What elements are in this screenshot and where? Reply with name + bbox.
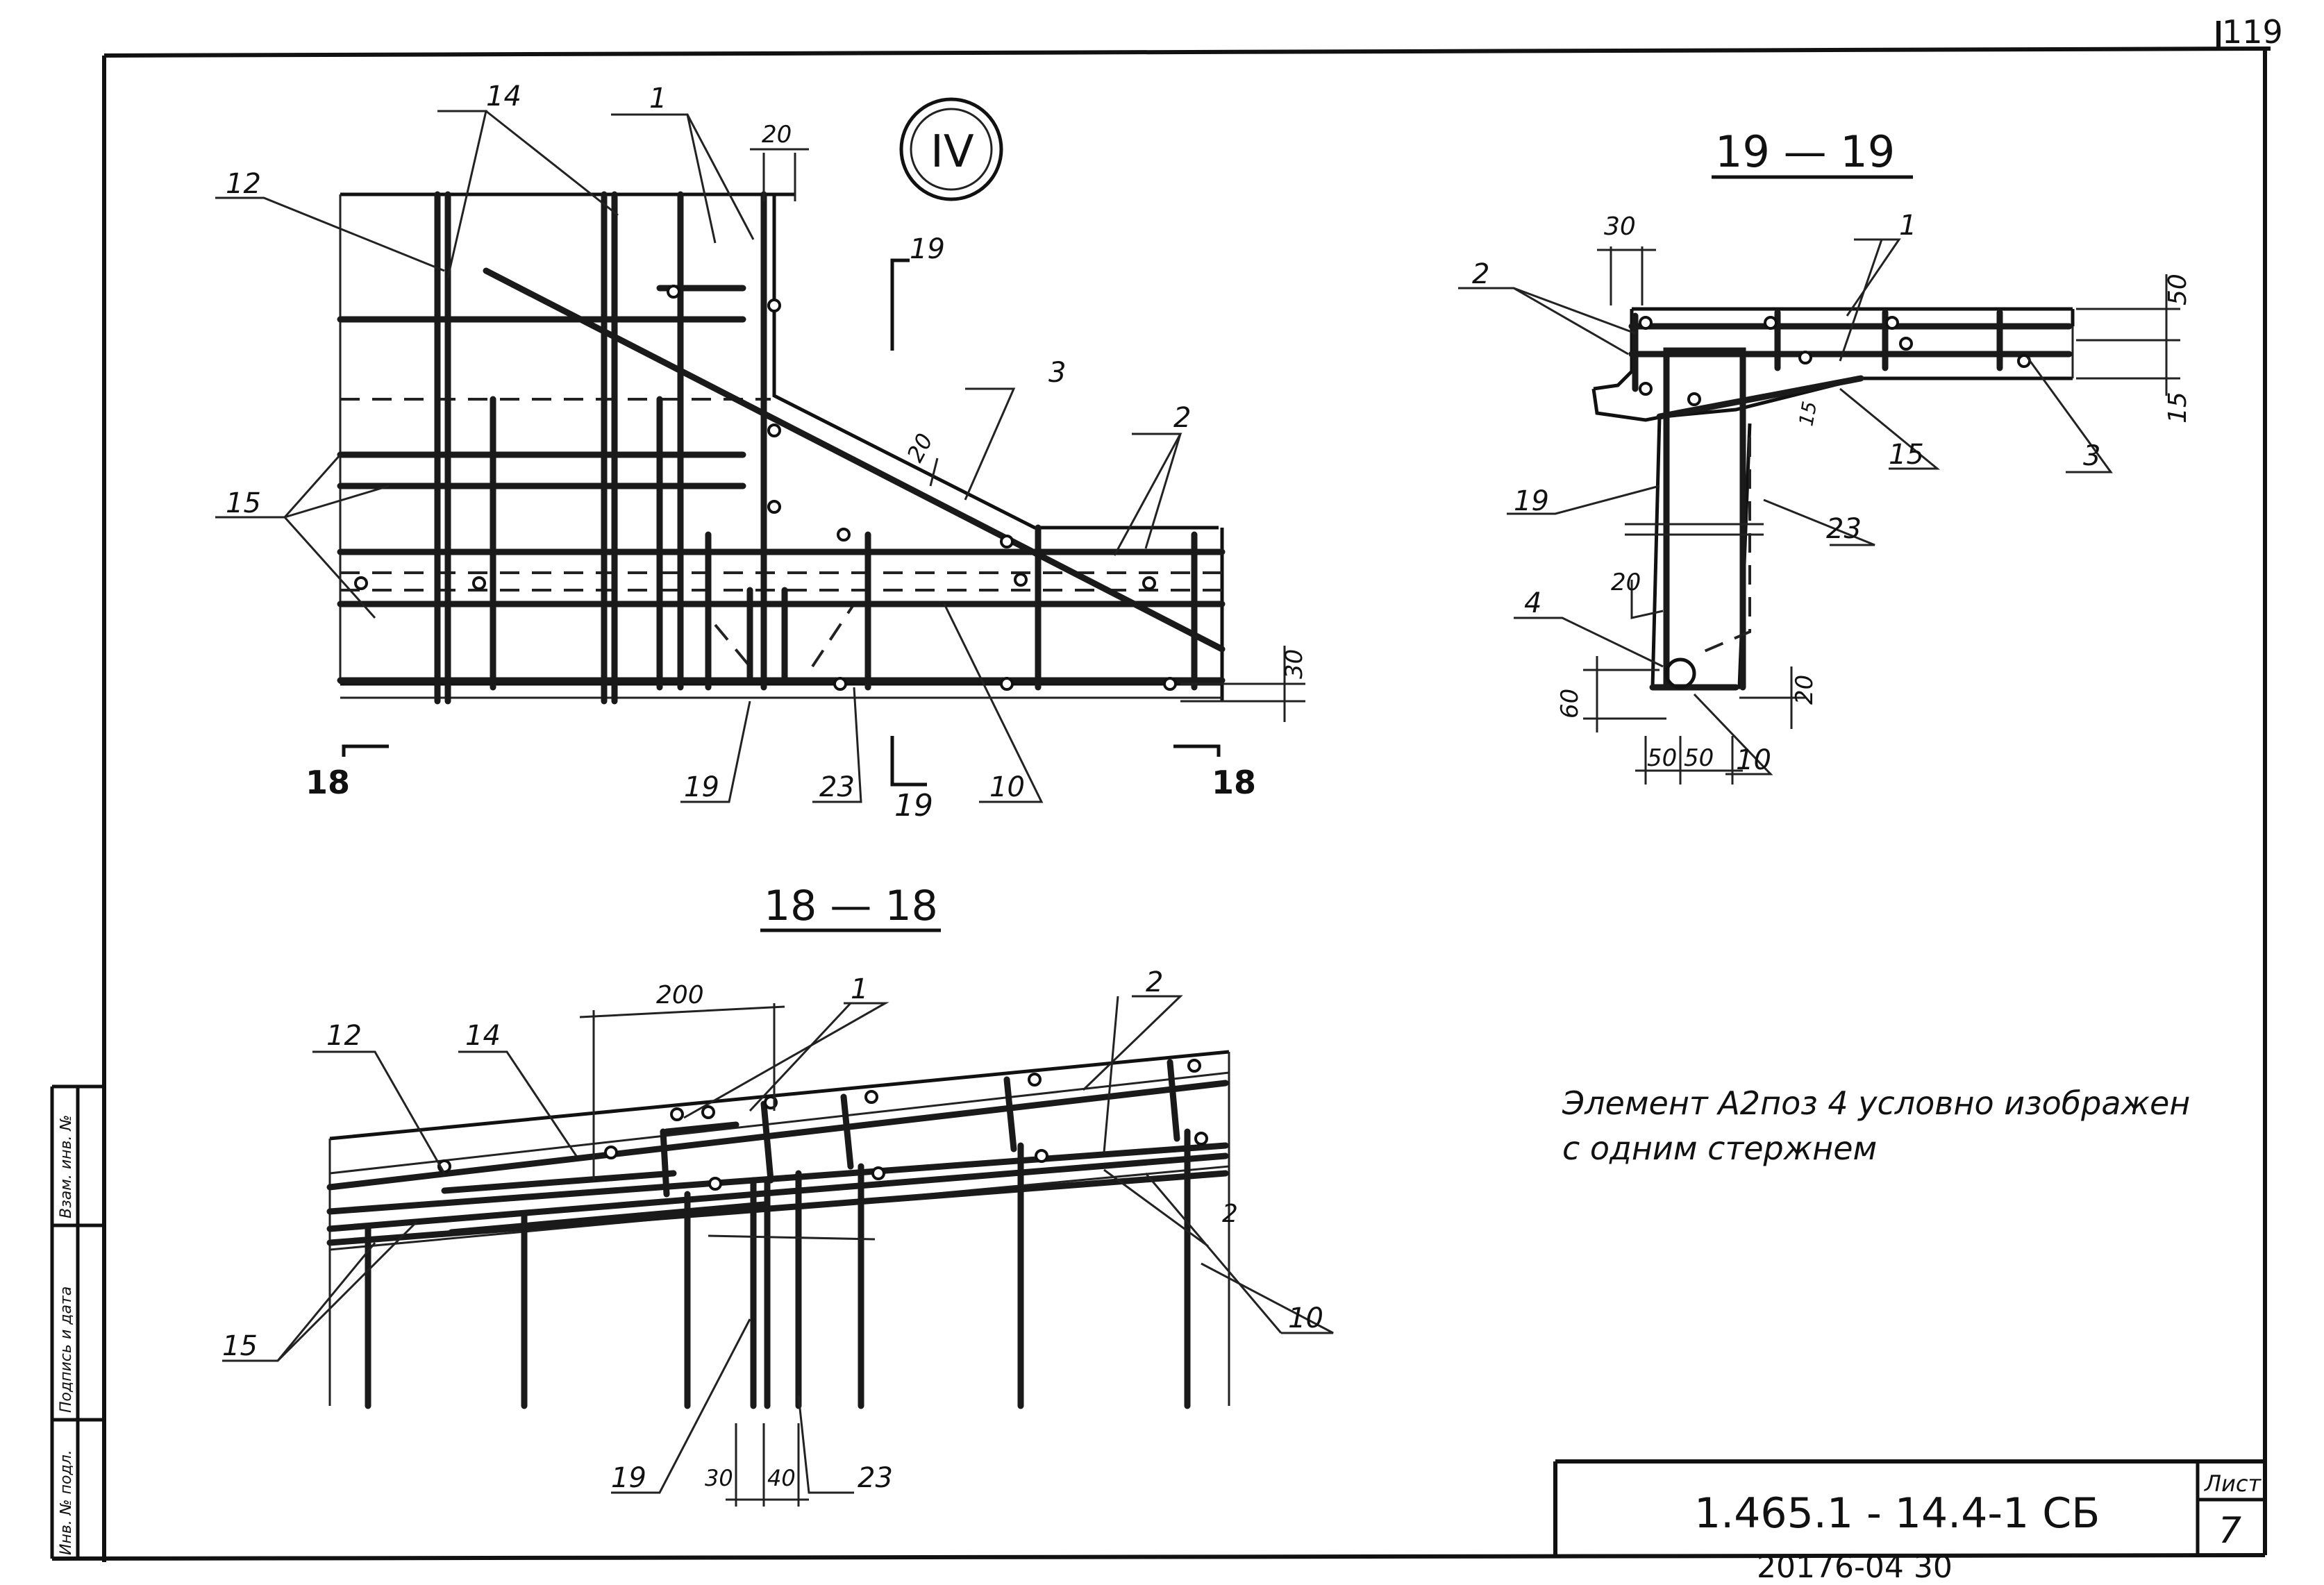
view-iv-label-20-top: 20 xyxy=(762,121,792,149)
section-19-label-20-bottom: 20 xyxy=(1791,675,1819,705)
section-19-label-1: 1 xyxy=(1899,210,1916,242)
side-stamp-col3: Инв. № подл. xyxy=(58,1450,75,1555)
section-18-label-2-top: 2 xyxy=(1146,966,1163,998)
drawing-frame xyxy=(51,21,2271,1562)
view-iv-label-19: 19 xyxy=(684,771,719,803)
section-18-18: 18 — 18 xyxy=(222,882,1334,1507)
node-mark: IV xyxy=(899,97,1003,201)
section-19-label-19: 19 xyxy=(1514,485,1549,517)
section-19-label-10: 10 xyxy=(1736,744,1771,776)
side-stamp-col2: Подпись и дата xyxy=(58,1286,75,1413)
view-iv-label-20-incl: 20 xyxy=(902,429,939,467)
section-19-label-15: 15 xyxy=(1889,439,1924,471)
section-18-label-10: 10 xyxy=(1288,1302,1323,1334)
section-19-label-30: 30 xyxy=(1604,212,1636,241)
section-19-label-50: 50 xyxy=(2164,274,2192,305)
section-18-title: 18 — 18 xyxy=(764,882,938,930)
section-19-label-15-small: 15 xyxy=(1794,399,1821,428)
title-block-code: 1.465.1 - 14.4-1 СБ xyxy=(1694,1489,2100,1538)
section-19-label-2: 2 xyxy=(1472,258,1489,290)
note-block: Элемент А2поз 4 условно изображен с одни… xyxy=(1562,1084,2190,1167)
view-iv-label-18-left: 18 xyxy=(306,764,350,801)
section-19-label-60: 60 xyxy=(1556,689,1584,719)
section-19-label-15-right: 15 xyxy=(2164,392,2192,423)
section-18-label-14: 14 xyxy=(465,1020,501,1052)
section-19-19: 19 — 19 xyxy=(1458,126,2192,785)
page-number-top: 119 xyxy=(2222,13,2283,51)
section-19-label-4: 4 xyxy=(1524,587,1541,619)
side-stamp-col1: Взам. инв. № xyxy=(58,1115,75,1218)
section-18-label-23: 23 xyxy=(858,1462,893,1494)
title-block: 1.465.1 - 14.4-1 СБ Лист 7 20176-04 30 xyxy=(1553,1459,2265,1585)
view-iv-label-14: 14 xyxy=(486,81,521,112)
view-iv-label-1: 1 xyxy=(649,83,667,115)
bottom-stamp: 20176-04 30 xyxy=(1757,1550,1953,1585)
section-18-label-12: 12 xyxy=(326,1020,362,1052)
view-iv-label-3: 3 xyxy=(1048,357,1066,389)
title-block-sheet-label: Лист xyxy=(2204,1470,2262,1497)
node-mark-label: IV xyxy=(930,126,974,178)
section-19-label-50-left: 50 xyxy=(1647,744,1677,772)
note-line-2: с одним стержнем xyxy=(1562,1130,1877,1167)
section-18-label-15: 15 xyxy=(222,1330,258,1362)
note-line-1: Элемент А2поз 4 условно изображен xyxy=(1562,1084,2190,1122)
section-18-label-30: 30 xyxy=(705,1465,733,1491)
view-iv-label-10: 10 xyxy=(989,771,1025,803)
view-iv-label-12: 12 xyxy=(226,168,261,200)
section-18-label-19: 19 xyxy=(611,1462,646,1494)
view-iv-label-18-right: 18 xyxy=(1212,764,1256,801)
side-stamp: Взам. инв. № Подпись и дата Инв. № подл. xyxy=(50,1084,104,1559)
section-19-label-23: 23 xyxy=(1826,513,1862,545)
section-19-title: 19 — 19 xyxy=(1715,126,1895,177)
view-iv-label-2: 2 xyxy=(1173,402,1191,434)
view-iv-label-30: 30 xyxy=(1280,649,1308,679)
view-iv-label-23: 23 xyxy=(819,771,855,803)
section-18-label-200: 200 xyxy=(656,981,704,1009)
section-18-label-2-right: 2 xyxy=(1222,1200,1238,1228)
section-18-label-40: 40 xyxy=(767,1465,796,1491)
title-block-sheet-number: 7 xyxy=(2218,1510,2241,1552)
view-iv: IV xyxy=(215,81,1308,823)
section-18-label-1: 1 xyxy=(851,973,868,1005)
section-19-label-50-right: 50 xyxy=(1684,744,1714,772)
view-iv-label-19-mark-bottom: 19 xyxy=(894,788,933,823)
section-19-label-20: 20 xyxy=(1611,569,1641,596)
view-iv-label-19-mark: 19 xyxy=(910,233,945,265)
view-iv-label-15: 15 xyxy=(226,487,261,519)
section-19-label-3: 3 xyxy=(2083,440,2100,472)
